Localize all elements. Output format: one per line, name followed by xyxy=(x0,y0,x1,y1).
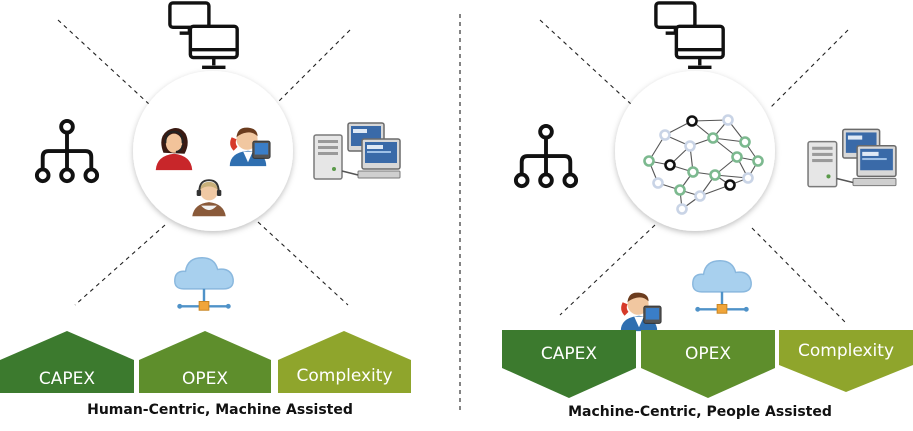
left-capex-shape xyxy=(0,331,134,393)
right-caption: Machine-Centric, People Assisted xyxy=(568,404,832,420)
right-capex-shape xyxy=(502,330,636,398)
left-capex-label: CAPEX xyxy=(38,369,96,389)
right-opex-label: OPEX xyxy=(684,344,732,364)
right-agent-phone-icon xyxy=(620,292,662,332)
left-opex-label: OPEX xyxy=(181,369,229,389)
right-server-workstation-icon xyxy=(807,128,897,188)
left-dual-monitor-icon xyxy=(168,1,239,69)
right-hierarchy-icon xyxy=(513,123,579,189)
right-complexity-shape xyxy=(779,330,913,392)
right-complexity-label: Complexity xyxy=(797,341,894,361)
right-hub-circle xyxy=(615,71,775,231)
left-server-workstation-icon xyxy=(313,122,401,180)
left-diagonals xyxy=(57,19,351,306)
left-complexity-label: Complexity xyxy=(296,366,393,386)
left-caption: Human-Centric, Machine Assisted xyxy=(87,402,353,418)
neural-network-icon xyxy=(643,114,764,215)
right-opex-shape xyxy=(641,330,775,398)
right-dual-monitor-icon xyxy=(654,1,725,69)
left-hub-circle xyxy=(133,71,293,231)
left-hierarchy-icon xyxy=(34,118,100,184)
left-opex-shape xyxy=(139,331,271,393)
right-cloud-network-icon xyxy=(691,259,753,315)
left-complexity-shape xyxy=(278,331,411,393)
right-capex-label: CAPEX xyxy=(540,344,598,364)
right-diagonals xyxy=(539,19,849,323)
left-cloud-network-icon xyxy=(173,256,235,312)
